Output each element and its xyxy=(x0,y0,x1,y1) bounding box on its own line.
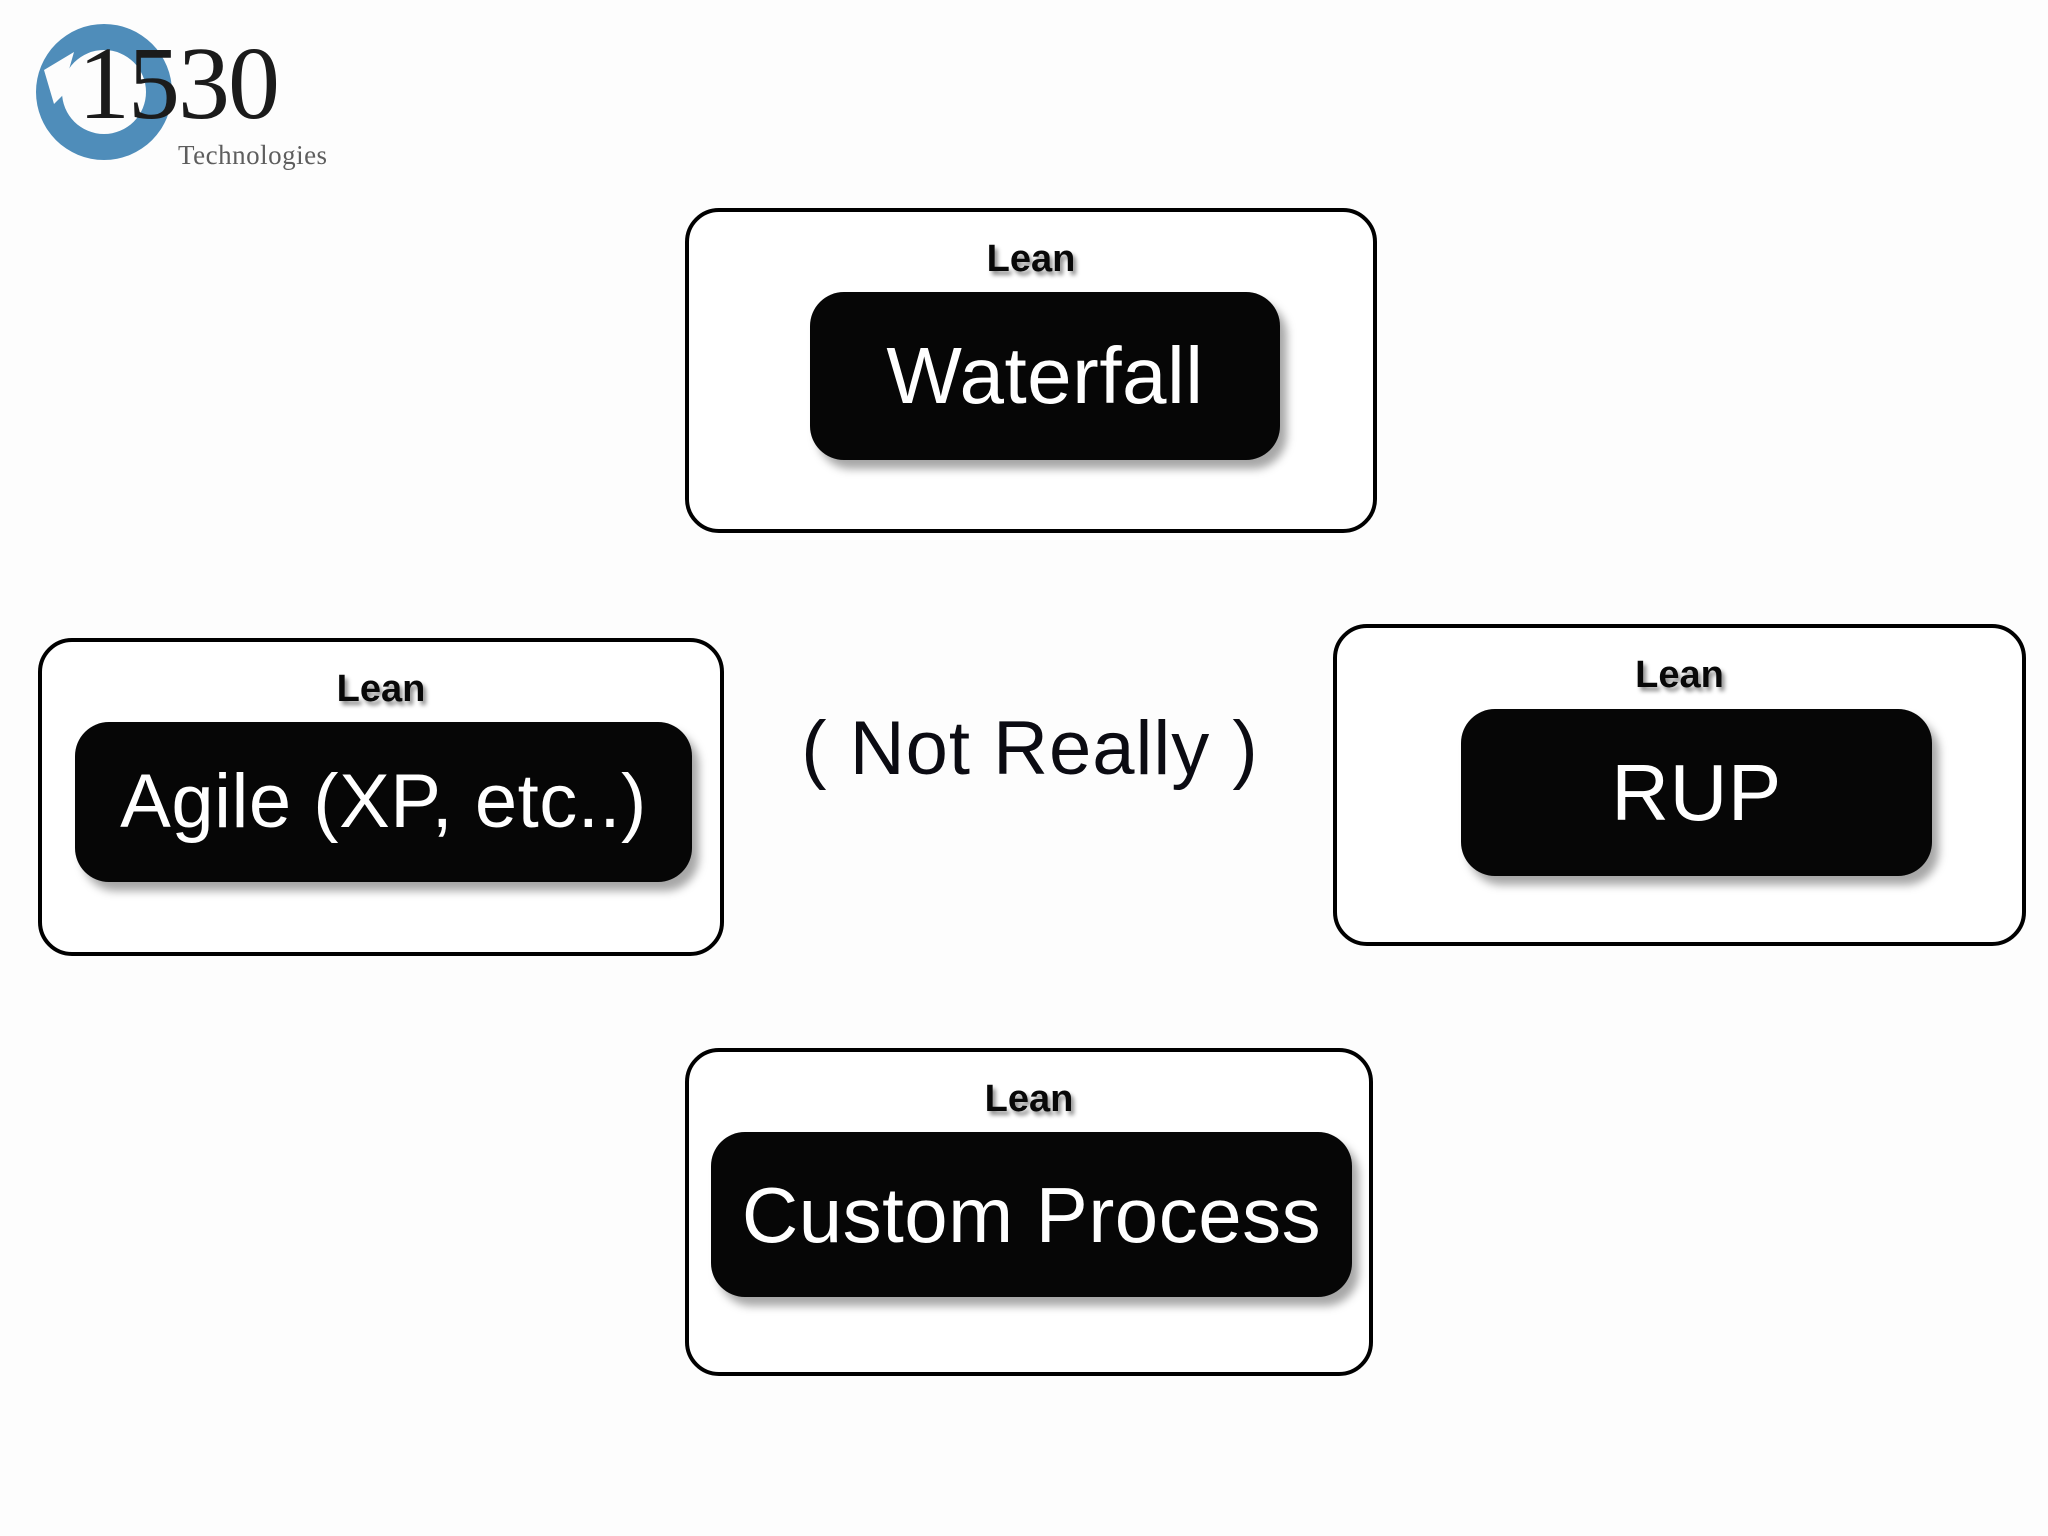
pill-waterfall[interactable]: Waterfall xyxy=(810,292,1280,460)
pill-rup[interactable]: RUP xyxy=(1461,709,1932,876)
card-custom[interactable]: Lean Custom Process xyxy=(685,1048,1373,1376)
center-annotation: ( Not Really ) xyxy=(801,706,1259,791)
card-rup[interactable]: Lean RUP xyxy=(1333,624,2026,946)
logo-wordmark: 1530 xyxy=(78,26,280,141)
card-label-custom: Lean xyxy=(984,1078,1074,1120)
card-waterfall[interactable]: Lean Waterfall xyxy=(685,208,1377,533)
card-label-agile: Lean xyxy=(336,668,426,710)
pill-label-custom: Custom Process xyxy=(741,1170,1322,1259)
pill-agile[interactable]: Agile (XP, etc..) xyxy=(75,722,692,882)
card-agile[interactable]: Lean Agile (XP, etc..) xyxy=(38,638,724,956)
logo-subtitle: Technologies xyxy=(178,140,328,170)
logo-circle-mark xyxy=(36,24,172,160)
pill-custom[interactable]: Custom Process xyxy=(711,1132,1352,1297)
card-label-rup: Lean xyxy=(1635,654,1724,696)
card-label-waterfall: Lean xyxy=(986,238,1076,280)
logo: 1530 Technologies xyxy=(18,10,378,190)
pill-label-waterfall: Waterfall xyxy=(886,331,1204,420)
pill-label-rup: RUP xyxy=(1611,747,1782,837)
pill-label-agile: Agile (XP, etc..) xyxy=(120,759,647,844)
